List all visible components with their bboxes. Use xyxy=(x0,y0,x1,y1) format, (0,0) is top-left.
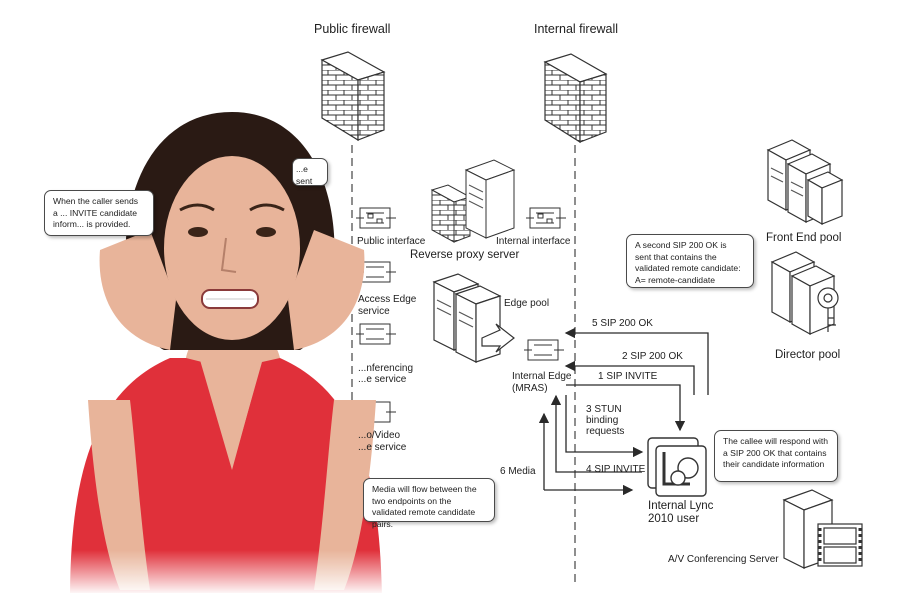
caller-callout: When the caller sends a ... INVITE candi… xyxy=(44,190,154,236)
stressed-woman-photo xyxy=(60,112,400,598)
lync-user-icon xyxy=(647,437,707,497)
av-server-icon xyxy=(782,489,863,569)
access-edge-label-1: Access Edge xyxy=(358,294,417,305)
reverse-proxy-icon xyxy=(430,159,516,243)
edge-pool-icon xyxy=(432,273,502,363)
director-pool-icon xyxy=(770,251,839,336)
access-edge-label-2: service xyxy=(358,306,390,317)
step-5-label: 5 SIP 200 OK xyxy=(592,318,653,329)
internal-firewall-icon xyxy=(543,53,608,144)
reverse-proxy-label: Reverse proxy server xyxy=(410,249,520,261)
front-end-pool-icon xyxy=(766,139,844,226)
step-4-label: 4 SIP INVITE xyxy=(586,464,646,475)
av-label-2: ...e service xyxy=(358,442,407,453)
arrow-step-1 xyxy=(566,384,686,432)
web-conf-label-1: ...nferencing xyxy=(358,363,414,374)
media-callout: Media will flow between the two endpoint… xyxy=(363,478,495,529)
flow-arrows xyxy=(538,327,709,496)
internal-interface-module-icon xyxy=(526,207,566,229)
step-3-label-3: requests xyxy=(586,426,625,437)
internal-edge-label-2: (MRAS) xyxy=(512,383,548,394)
av-server-label: A/V Conferencing Server xyxy=(668,554,779,565)
web-conf-module-icon xyxy=(356,323,396,345)
step-2-label: 2 SIP 200 OK xyxy=(622,351,683,362)
edge-pool-label: Edge pool xyxy=(504,298,550,309)
step-1-label: 1 SIP INVITE xyxy=(598,371,658,382)
step-3-label-1: 3 STUN xyxy=(586,404,622,415)
edge-transfer-arrow-icon xyxy=(481,323,515,353)
second-ok-callout: A second SIP 200 OK is sent that contain… xyxy=(626,234,754,288)
internal-firewall-label: Internal firewall xyxy=(534,22,619,36)
arrow-step-3 xyxy=(565,395,644,458)
step-6-label: 6 Media xyxy=(500,466,536,477)
lync-user-label-1: Internal Lync xyxy=(648,500,714,512)
public-interface-label: Public interface xyxy=(357,236,426,247)
lync-user-label-2: 2010 user xyxy=(648,513,700,525)
av-label-1: ...o/Video xyxy=(358,430,401,441)
director-pool-label: Director pool xyxy=(775,349,841,361)
internal-edge-module-icon xyxy=(524,339,564,361)
arrow-step-2 xyxy=(564,360,695,395)
public-firewall-label: Public firewall xyxy=(314,22,391,36)
public-interface-module-icon xyxy=(356,207,396,229)
sent-callout: ...e sent xyxy=(292,158,328,186)
internal-interface-label: Internal interface xyxy=(496,236,571,247)
step-3-label-2: binding xyxy=(586,415,619,426)
arrow-step-5 xyxy=(564,327,709,395)
arrow-step-4 xyxy=(550,394,642,473)
internal-edge-label-1: Internal Edge xyxy=(512,371,572,382)
callee-callout: The callee will respond with a SIP 200 O… xyxy=(714,430,838,482)
front-end-pool-label: Front End pool xyxy=(766,232,842,244)
public-firewall-icon xyxy=(320,51,386,142)
web-conf-label-2: ...e service xyxy=(358,374,407,385)
